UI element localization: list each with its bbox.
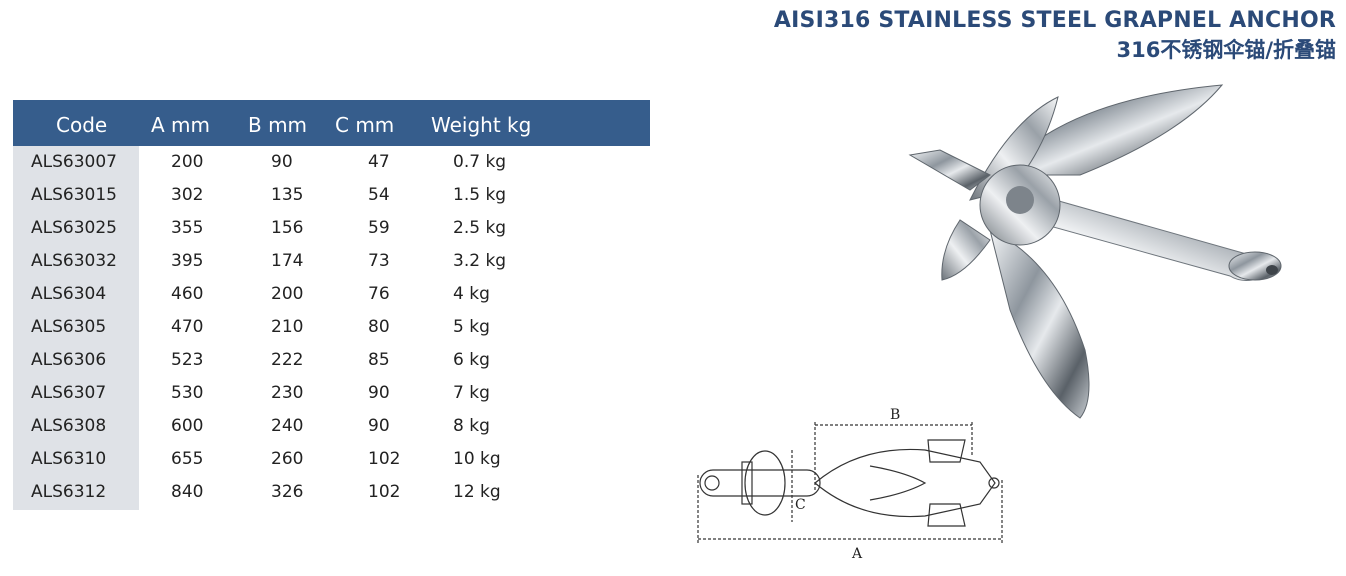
- header-a-mm: A mm: [151, 113, 211, 137]
- header-weight: Weight kg: [431, 113, 532, 137]
- cell-c-mm: 76: [368, 284, 390, 304]
- cell-b-mm: 174: [271, 251, 304, 271]
- title-block: AISI316 STAINLESS STEEL GRAPNEL ANCHOR 3…: [774, 6, 1336, 64]
- cell-weight: 4 kg: [453, 284, 490, 304]
- cell-a-mm: 600: [171, 416, 204, 436]
- table-row: ALS6305 470 210 80 5 kg: [13, 311, 650, 344]
- cell-weight: 0.7 kg: [453, 152, 507, 172]
- spec-table: Code A mm B mm C mm Weight kg: [13, 100, 650, 146]
- cell-b-mm: 210: [271, 317, 304, 337]
- cell-c-mm: 90: [368, 416, 390, 436]
- cell-a-mm: 200: [171, 152, 204, 172]
- page-title: AISI316 STAINLESS STEEL GRAPNEL ANCHOR: [773, 8, 1336, 33]
- cell-code: ALS6308: [31, 416, 107, 436]
- cell-c-mm: 85: [368, 350, 390, 370]
- code-column-background: [13, 146, 139, 510]
- table-row: ALS6304 460 200 76 4 kg: [13, 278, 650, 311]
- header-code: Code: [56, 113, 108, 137]
- page-subtitle-cn: 316不锈钢伞锚/折叠锚: [1116, 38, 1336, 62]
- cell-c-mm: 54: [368, 185, 390, 205]
- cell-b-mm: 156: [271, 218, 304, 238]
- cell-weight: 7 kg: [453, 383, 490, 403]
- cell-c-mm: 90: [368, 383, 390, 403]
- cell-c-mm: 102: [368, 449, 401, 469]
- cell-a-mm: 355: [171, 218, 204, 238]
- cell-code: ALS6307: [31, 383, 107, 403]
- cell-code: ALS6306: [31, 350, 107, 370]
- table-row: ALS6312 840 326 102 12 kg: [13, 476, 650, 509]
- cell-a-mm: 655: [171, 449, 204, 469]
- cell-weight: 1.5 kg: [453, 185, 507, 205]
- cell-c-mm: 47: [368, 152, 390, 172]
- cell-a-mm: 530: [171, 383, 204, 403]
- cell-weight: 6 kg: [453, 350, 490, 370]
- table-row: ALS63032 395 174 73 3.2 kg: [13, 245, 650, 278]
- label-a: A: [851, 546, 863, 562]
- cell-c-mm: 73: [368, 251, 390, 271]
- cell-a-mm: 395: [171, 251, 204, 271]
- cell-code: ALS6310: [31, 449, 107, 469]
- cell-code: ALS63015: [31, 185, 117, 205]
- table-row: ALS63007 200 90 47 0.7 kg: [13, 146, 650, 179]
- cell-c-mm: 59: [368, 218, 390, 238]
- cell-code: ALS63032: [31, 251, 117, 271]
- cell-c-mm: 102: [368, 482, 401, 502]
- cell-a-mm: 460: [171, 284, 204, 304]
- cell-weight: 3.2 kg: [453, 251, 507, 271]
- dimension-diagram: B C A: [697, 407, 1003, 562]
- table-row: ALS6308 600 240 90 8 kg: [13, 410, 650, 443]
- cell-a-mm: 302: [171, 185, 204, 205]
- cell-a-mm: 470: [171, 317, 204, 337]
- label-b: B: [890, 407, 900, 423]
- cell-code: ALS63025: [31, 218, 117, 238]
- cell-weight: 12 kg: [453, 482, 501, 502]
- cell-b-mm: 90: [271, 152, 293, 172]
- cell-a-mm: 523: [171, 350, 204, 370]
- cell-b-mm: 200: [271, 284, 304, 304]
- cell-b-mm: 240: [271, 416, 304, 436]
- table-header: Code A mm B mm C mm Weight kg: [13, 100, 650, 146]
- table-row: ALS63015 302 135 54 1.5 kg: [13, 179, 650, 212]
- header-c-mm: C mm: [335, 113, 395, 137]
- table-row: ALS6310 655 260 102 10 kg: [13, 443, 650, 476]
- cell-weight: 5 kg: [453, 317, 490, 337]
- cell-code: ALS6305: [31, 317, 107, 337]
- cell-c-mm: 80: [368, 317, 390, 337]
- cell-b-mm: 135: [271, 185, 304, 205]
- cell-code: ALS6304: [31, 284, 107, 304]
- cell-code: ALS6312: [31, 482, 107, 502]
- cell-b-mm: 326: [271, 482, 304, 502]
- cell-a-mm: 840: [171, 482, 204, 502]
- header-b-mm: B mm: [248, 113, 308, 137]
- cell-weight: 2.5 kg: [453, 218, 507, 238]
- cell-b-mm: 260: [271, 449, 304, 469]
- label-c: C: [795, 497, 806, 513]
- table-row: ALS63025 355 156 59 2.5 kg: [13, 212, 650, 245]
- cell-weight: 8 kg: [453, 416, 490, 436]
- cell-b-mm: 222: [271, 350, 304, 370]
- cell-weight: 10 kg: [453, 449, 501, 469]
- table-row: ALS6307 530 230 90 7 kg: [13, 377, 650, 410]
- anchor-photo: [908, 84, 1282, 419]
- cell-code: ALS63007: [31, 152, 117, 172]
- table-row: ALS6306 523 222 85 6 kg: [13, 344, 650, 377]
- cell-b-mm: 230: [271, 383, 304, 403]
